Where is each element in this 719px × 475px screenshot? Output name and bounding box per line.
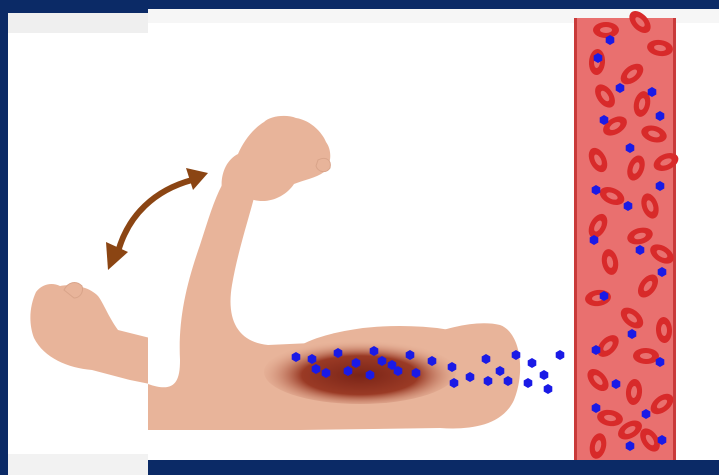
double-headed-curved-arrow-icon <box>106 168 208 270</box>
blue-hexagon-particle <box>524 378 533 388</box>
blue-hexagon-particle <box>556 350 565 360</box>
blood-vessel <box>574 18 676 460</box>
blue-hexagon-particle <box>544 384 553 394</box>
muscle-region <box>264 340 456 404</box>
lowered-arm <box>30 283 150 384</box>
blue-hexagon-particle <box>540 370 549 380</box>
blue-hexagon-particle <box>528 358 537 368</box>
flexed-arm <box>148 116 520 430</box>
red-blood-cell-center <box>600 27 612 33</box>
